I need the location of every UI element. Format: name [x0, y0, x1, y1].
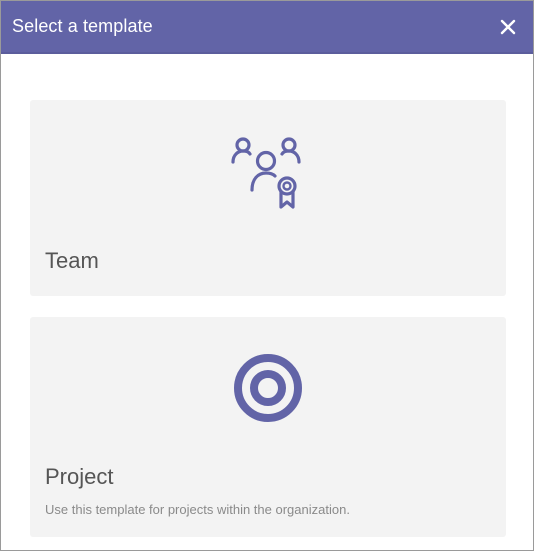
template-description: Use this template for projects within th… [45, 502, 350, 517]
target-icon [234, 354, 302, 422]
template-list: Team Project Use this template for proje… [30, 100, 506, 537]
dialog-title: Select a template [12, 16, 153, 36]
template-title: Project [45, 464, 114, 489]
template-title: Team [45, 248, 99, 273]
team-award-icon [231, 137, 301, 209]
dialog-header: Select a template [1, 1, 533, 54]
template-card-team[interactable]: Team [30, 100, 506, 296]
template-card-project[interactable]: Project Use this template for projects w… [30, 317, 506, 537]
close-icon [500, 19, 516, 34]
close-button[interactable] [497, 16, 519, 38]
